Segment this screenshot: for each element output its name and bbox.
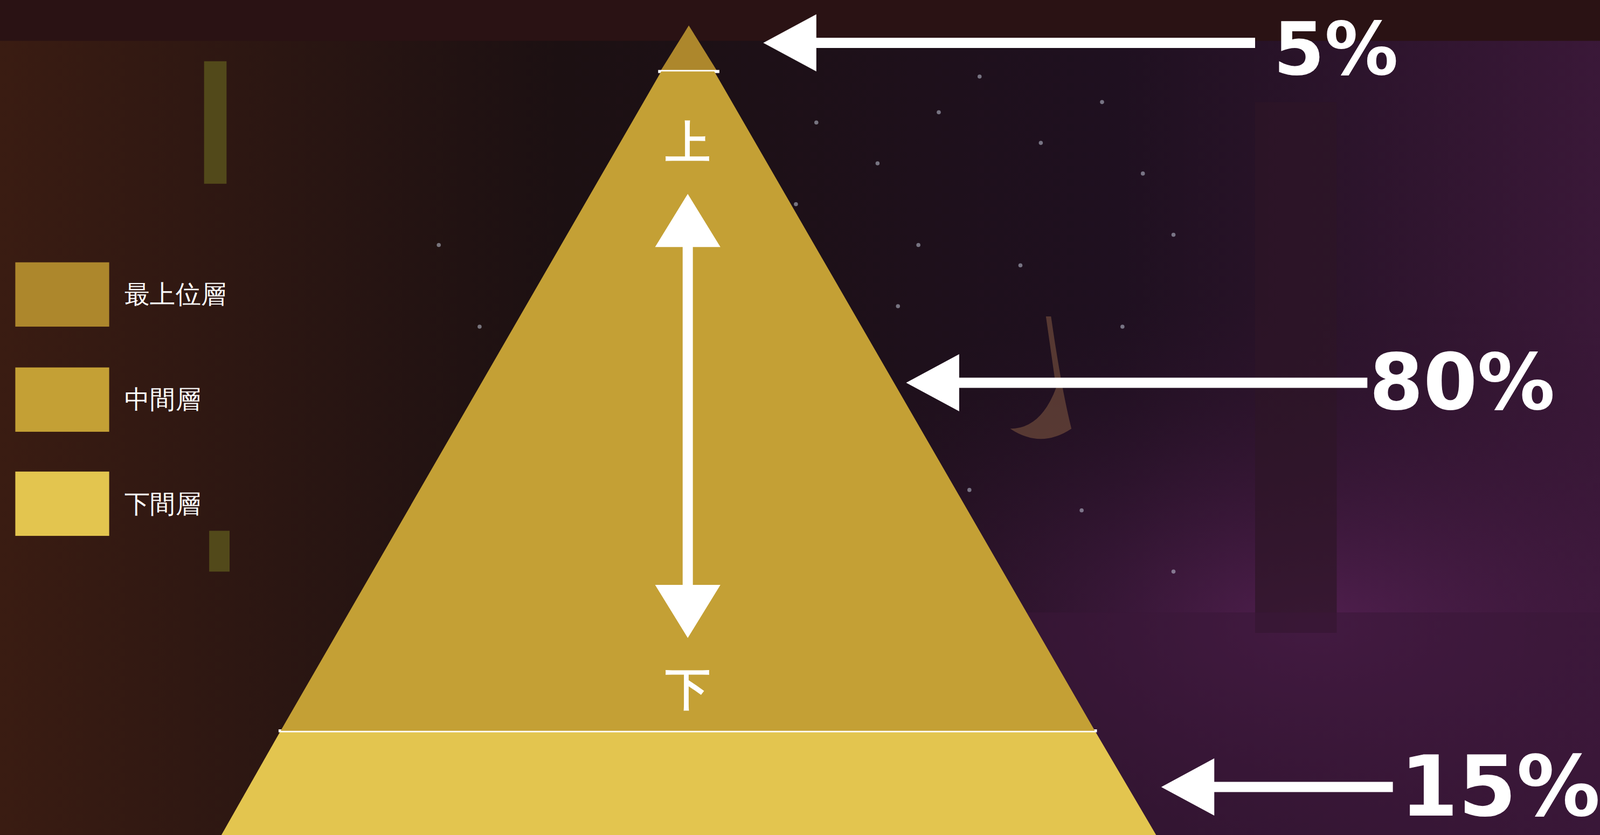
arrow-head	[763, 14, 816, 72]
band-shape	[280, 71, 1096, 731]
double-arrow-shaft	[682, 224, 694, 613]
pyramid-band: 上下	[280, 71, 1096, 731]
legend-text: 最上位層	[124, 276, 227, 311]
leader-line	[949, 377, 1368, 389]
percentage-label: 15%	[1400, 737, 1600, 835]
arrow-head	[655, 194, 721, 247]
arrow-head	[655, 584, 721, 638]
legend-swatch	[15, 471, 109, 536]
legend-text: 中間層	[124, 382, 202, 416]
leader-line	[806, 37, 1256, 48]
legend-text: 下間層	[124, 486, 202, 520]
band-fill	[280, 71, 1096, 731]
legend-swatch	[15, 367, 109, 432]
percentage-label: 5%	[1273, 5, 1398, 92]
band-label: 下	[665, 658, 711, 719]
band-label: 上	[665, 112, 711, 173]
arrow-head	[1161, 758, 1215, 816]
percentage-label: 80%	[1369, 336, 1555, 428]
arrow-head	[905, 354, 959, 412]
bottom-band	[221, 730, 1156, 835]
leader-line	[1203, 781, 1393, 792]
legend-swatch	[15, 262, 109, 327]
top-band	[660, 25, 718, 72]
